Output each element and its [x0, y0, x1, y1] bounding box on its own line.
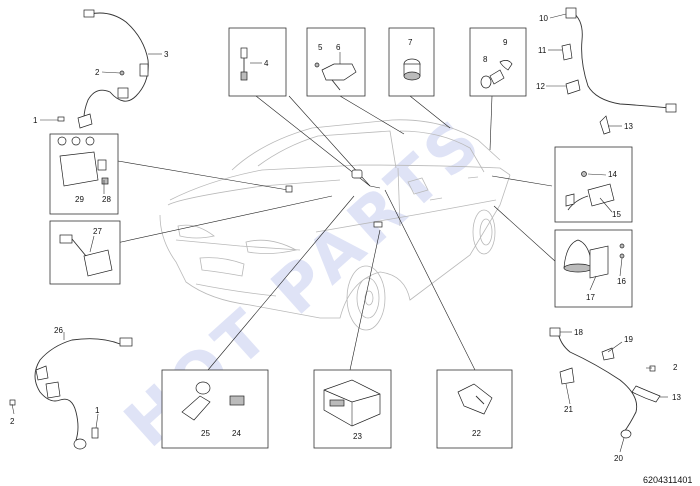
callout-1-lower-left: 1: [95, 406, 100, 415]
callout-19: 19: [624, 335, 633, 344]
callout-7: 7: [408, 38, 413, 47]
box-part-4: [228, 27, 287, 97]
box-part-27: [49, 220, 121, 285]
callout-5: 5: [318, 43, 323, 52]
callout-17: 17: [586, 293, 595, 302]
callout-20: 20: [614, 454, 623, 463]
callout-14: 14: [608, 170, 617, 179]
document-number: 6204311401: [643, 475, 692, 485]
callout-18: 18: [574, 328, 583, 337]
harness-part-26: [9, 337, 133, 450]
car-outline: [159, 119, 511, 331]
callout-24: 24: [232, 429, 241, 438]
callout-22: 22: [472, 429, 481, 438]
callout-8: 8: [483, 55, 488, 64]
callout-labels: 1 2 3 4 5 6 7 8 9 10 11 12 13 14 15 16 1…: [10, 14, 681, 463]
callout-2: 2: [95, 68, 100, 77]
callout-26: 26: [54, 326, 63, 335]
box-part-7: [388, 27, 435, 97]
leader-lines: [111, 95, 557, 371]
callout-13: 13: [624, 122, 633, 131]
box-part-24-25: [161, 369, 269, 449]
box-part-22: [436, 369, 513, 449]
callout-29: 29: [75, 195, 84, 204]
harness-part-18-21: [549, 327, 661, 439]
callout-15: 15: [612, 210, 621, 219]
car-sensor-marks: [285, 169, 383, 228]
callout-1: 1: [33, 116, 38, 125]
box-part-14-15: [554, 146, 633, 223]
callout-2-lower-right: 2: [673, 363, 678, 372]
callout-pointers: [11, 13, 668, 453]
callout-16: 16: [617, 277, 626, 286]
callout-9: 9: [503, 38, 508, 47]
callout-3: 3: [164, 50, 169, 59]
harness-part-10-13: [561, 7, 677, 135]
box-part-28-29: [49, 133, 119, 215]
callout-21: 21: [564, 405, 573, 414]
callout-10: 10: [539, 14, 548, 23]
callout-2-lower-left: 2: [10, 417, 15, 426]
box-part-5-6: [306, 27, 366, 97]
callout-23: 23: [353, 432, 362, 441]
callout-25: 25: [201, 429, 210, 438]
callout-27: 27: [93, 227, 102, 236]
callout-28: 28: [102, 195, 111, 204]
box-part-8-9: [469, 27, 527, 97]
harness-part-3: [57, 9, 149, 129]
callout-13-lower-right: 13: [672, 393, 681, 402]
box-part-23: [313, 369, 392, 449]
callout-6: 6: [336, 43, 341, 52]
callout-4: 4: [264, 59, 269, 68]
callout-12: 12: [536, 82, 545, 91]
callout-11: 11: [538, 46, 547, 55]
box-part-16-17: [554, 229, 633, 308]
